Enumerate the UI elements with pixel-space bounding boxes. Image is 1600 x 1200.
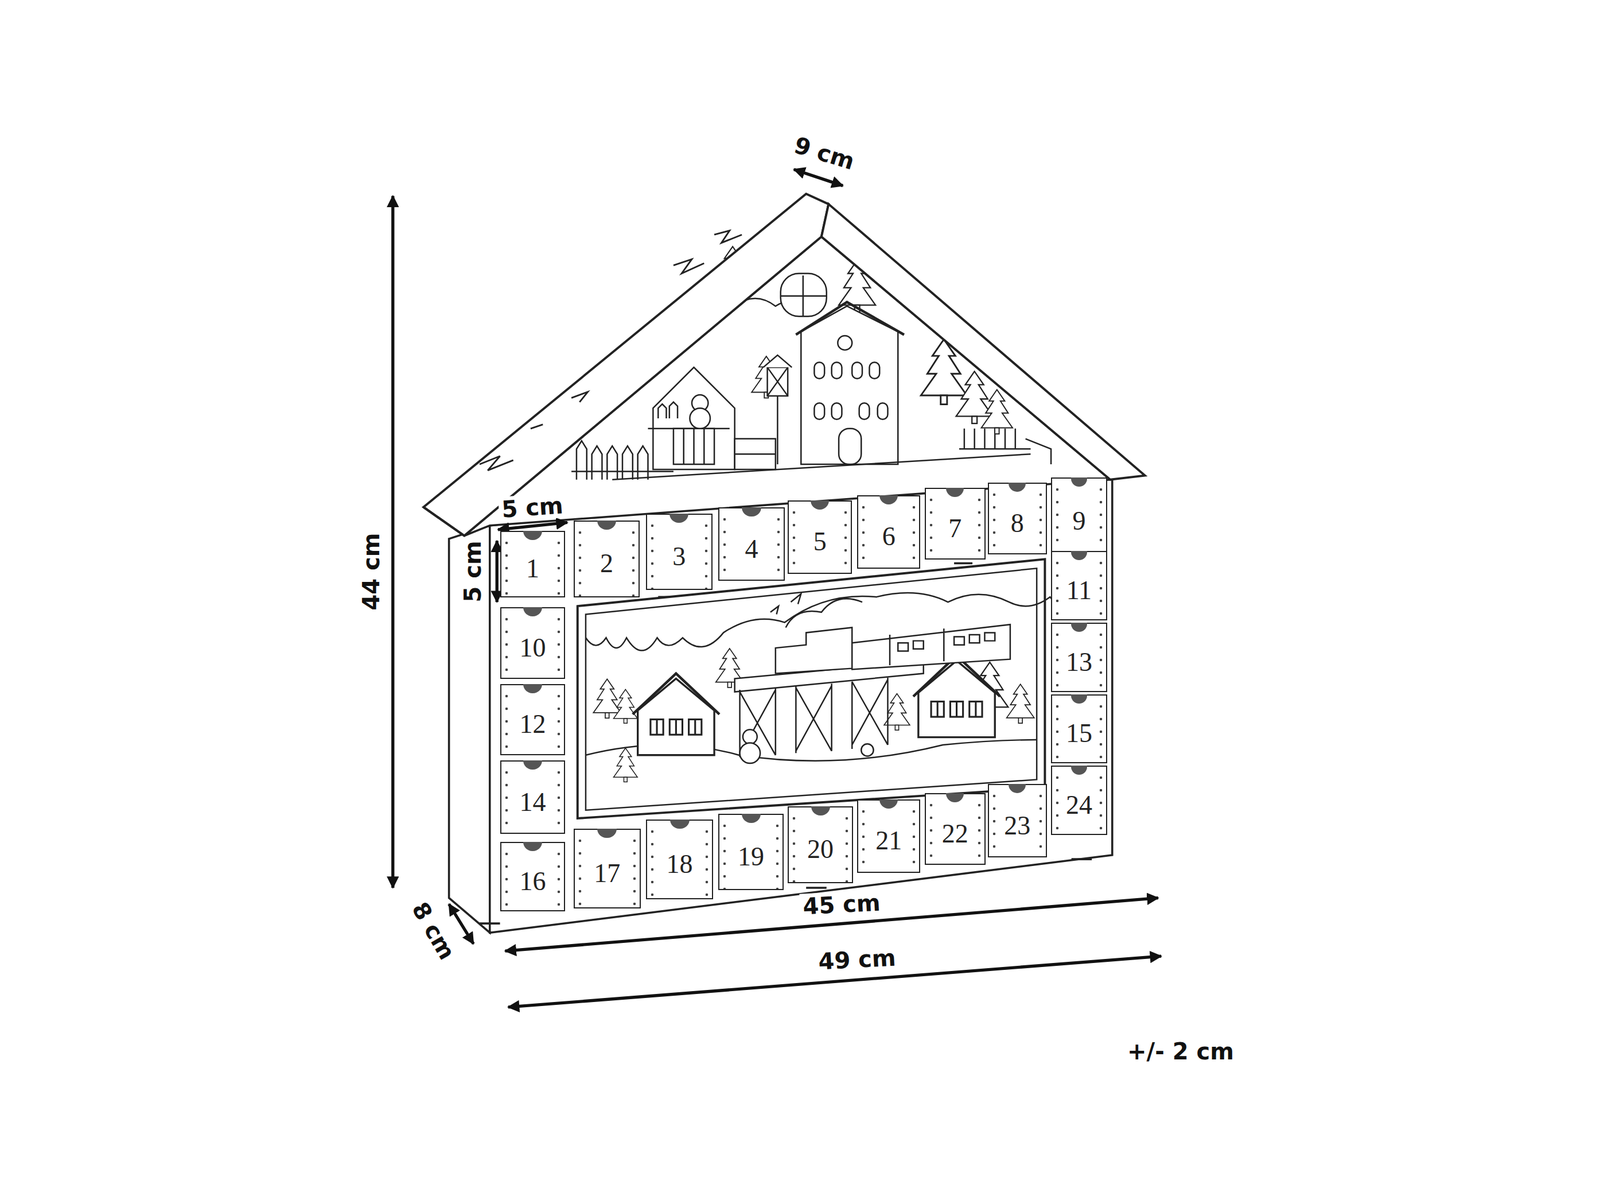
drawer-number: 16 [519, 865, 546, 897]
drawer-pull [670, 819, 690, 829]
calendar-drawer: 24 [1050, 765, 1108, 835]
calendar-drawer: 19 [718, 813, 784, 890]
dimension-label: 8 cm [406, 894, 462, 966]
drawer-pull [1071, 477, 1088, 487]
calendar-drawer: 9 [1050, 477, 1108, 554]
drawer-number: 11 [1066, 574, 1092, 606]
calendar-drawer: 15 [1050, 694, 1108, 764]
window-scene [577, 558, 1076, 819]
calendar-drawer: 21 [857, 799, 921, 873]
drawer-number: 24 [1065, 789, 1093, 820]
calendar-drawer: 10 [500, 606, 566, 679]
drawer-number: 4 [745, 533, 759, 564]
dimension-label: 49 cm [815, 944, 900, 975]
drawer-pull [523, 606, 543, 617]
drawer-pull [1071, 622, 1088, 632]
dimension-lines [392, 169, 1162, 1007]
drawer-number: 8 [1010, 507, 1025, 539]
calendar-drawer: 12 [500, 683, 566, 756]
house-body [449, 236, 1113, 933]
drawer-pull [523, 683, 543, 694]
drawer-pull [1071, 765, 1088, 775]
tolerance-note: +/- 2 cm [1124, 1038, 1237, 1064]
drawer-number: 23 [1003, 810, 1031, 841]
calendar-drawer: 3 [645, 513, 713, 590]
drawer-pull [669, 513, 689, 523]
drawer-number: 12 [519, 708, 546, 739]
calendar-drawer: 7 [924, 487, 987, 560]
calendar-drawer: 8 [987, 482, 1047, 555]
calendar-drawer: 22 [924, 792, 987, 865]
drawer-number: 14 [519, 786, 546, 817]
drawer-pull [523, 841, 543, 851]
drawer-pull [523, 530, 543, 540]
drawer-number: 2 [600, 547, 614, 579]
drawer-pull [810, 500, 829, 510]
drawer-number: 21 [875, 824, 902, 856]
drawer-number: 3 [672, 540, 686, 572]
drawer-pull [741, 813, 761, 823]
drawer-number: 18 [666, 848, 694, 879]
drawer-number: 13 [1065, 646, 1093, 677]
calendar-drawer: 17 [573, 828, 641, 909]
calendar-drawer: 18 [645, 819, 714, 899]
drawer-pull [597, 828, 617, 838]
drawer-pull [523, 760, 543, 770]
dimension-label: 45 cm [799, 889, 885, 920]
calendar-drawer: 23 [987, 783, 1047, 858]
calendar-drawer: 6 [857, 495, 921, 569]
drawer-number: 19 [737, 841, 765, 872]
drawer-pull [946, 487, 964, 497]
drawer-pull [879, 799, 898, 809]
calendar-drawer: 5 [787, 500, 852, 574]
drawer-pull [879, 495, 898, 505]
drawer-pull [1008, 783, 1026, 793]
dimension-label: 5 cm [460, 537, 486, 605]
drawer-pull [741, 507, 761, 517]
drawer-pull [1008, 482, 1026, 492]
drawer-number: 9 [1072, 505, 1086, 536]
drawer-number: 20 [807, 833, 834, 864]
drawer-number: 17 [593, 857, 621, 889]
drawer-number: 6 [882, 520, 896, 552]
calendar-drawer: 2 [573, 520, 641, 597]
calendar-drawer: 13 [1050, 622, 1108, 692]
drawer-pull [1071, 550, 1088, 560]
drawer-pull [811, 806, 831, 816]
drawer-number: 15 [1065, 717, 1093, 749]
drawer-number: 10 [519, 632, 546, 663]
calendar-drawer: 14 [500, 760, 566, 834]
dimension-label: 9 cm [788, 131, 861, 175]
calendar-drawer: 16 [500, 841, 566, 912]
drawer-pull [597, 520, 617, 530]
calendar-drawer: 20 [787, 806, 854, 883]
drawer-number: 5 [813, 526, 827, 557]
calendar-drawer: 11 [1050, 550, 1108, 621]
calendar-drawer: 1 [500, 530, 566, 598]
drawer-pull [1071, 694, 1088, 704]
dimension-label: 5 cm [497, 492, 567, 523]
drawer-number: 1 [526, 553, 540, 584]
drawer-pull [946, 792, 964, 803]
dimension-label: 44 cm [358, 530, 384, 614]
calendar-drawer: 4 [718, 507, 785, 581]
drawer-number: 22 [941, 818, 969, 849]
drawer-number: 7 [948, 512, 962, 544]
